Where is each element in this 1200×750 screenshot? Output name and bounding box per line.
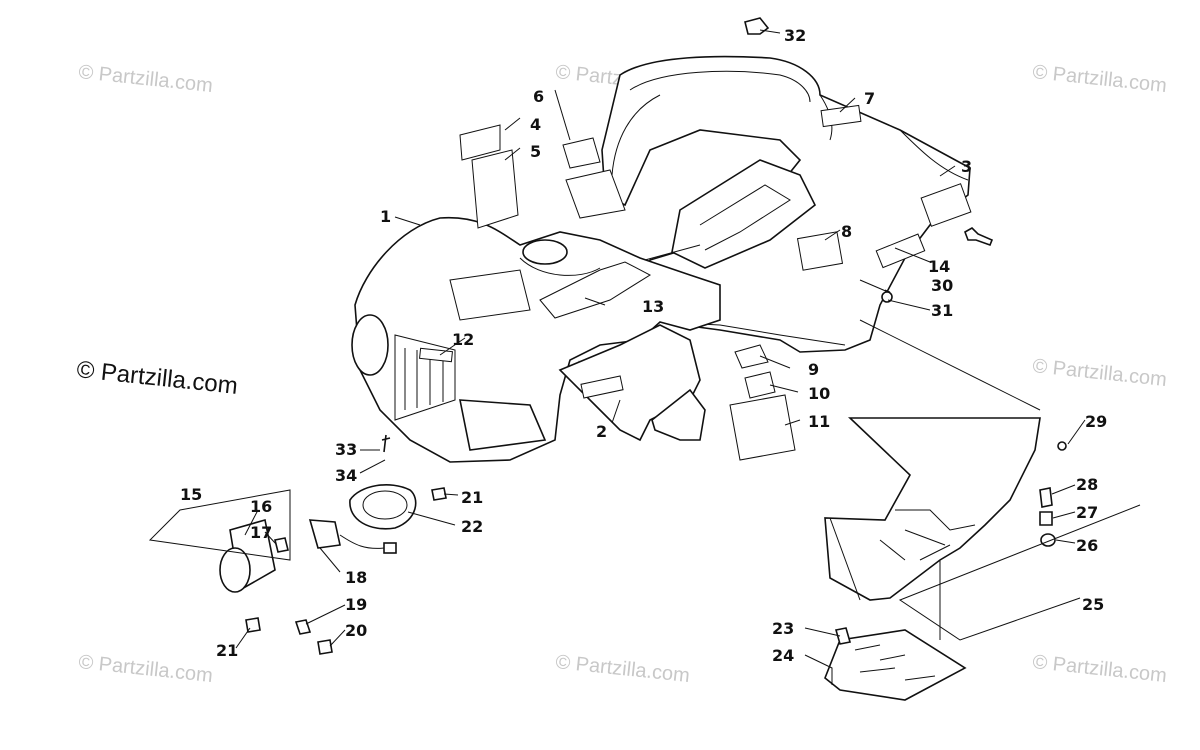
callout-20: 20 (345, 621, 367, 640)
callout-21: 21 (216, 641, 238, 660)
callout-1: 1 (380, 207, 391, 226)
callout-4: 4 (530, 115, 541, 134)
watermark: © Partzilla.com (1031, 355, 1167, 391)
footrest-plate (824, 627, 967, 701)
callout-5: 5 (530, 142, 541, 161)
callout-34: 34 (335, 466, 357, 485)
callout-15: 15 (180, 485, 202, 504)
callout-3: 3 (961, 157, 972, 176)
watermark: © Partzilla.com (554, 651, 690, 687)
callout-29: 29 (1085, 412, 1107, 431)
callout-24: 24 (772, 646, 794, 665)
callout-2: 2 (596, 422, 607, 441)
callout-22: 22 (461, 517, 483, 536)
callout-12: 12 (452, 330, 474, 349)
callout-32: 32 (784, 26, 806, 45)
callout-8: 8 (841, 222, 852, 241)
watermark: © Partzilla.com (1031, 651, 1167, 687)
callout-7: 7 (864, 89, 875, 108)
decal-group-right (729, 344, 796, 461)
callout-16: 16 (250, 497, 272, 516)
callout-13: 13 (642, 297, 664, 316)
callout-26: 26 (1076, 536, 1098, 555)
watermark: © Partzilla.com (77, 61, 213, 97)
callout-21: 21 (461, 488, 483, 507)
callout-27: 27 (1076, 503, 1098, 522)
callouts: 1 2 3 4 5 6 7 8 9 10 11 12 13 14 15 16 1… (180, 26, 1107, 665)
watermark-large: © Partzilla.com (75, 356, 239, 400)
callout-30: 30 (931, 276, 953, 295)
callout-9: 9 (808, 360, 819, 379)
callout-25: 25 (1082, 595, 1104, 614)
watermark: © Partzilla.com (1031, 61, 1167, 97)
watermark: © Partzilla.com (77, 651, 213, 687)
callout-10: 10 (808, 384, 830, 403)
callout-31: 31 (931, 301, 953, 320)
footwell (824, 417, 1067, 601)
callout-18: 18 (345, 568, 367, 587)
callout-23: 23 (772, 619, 794, 638)
callout-19: 19 (345, 595, 367, 614)
callout-28: 28 (1076, 475, 1098, 494)
callout-11: 11 (808, 412, 830, 431)
leader-lines (148, 29, 1141, 685)
callout-6: 6 (533, 87, 544, 106)
callout-17: 17 (250, 523, 272, 542)
callout-14: 14 (928, 257, 950, 276)
front-fender (351, 216, 721, 463)
decal-group-left (459, 124, 626, 229)
headlight-bezel (349, 434, 447, 530)
callout-33: 33 (335, 440, 357, 459)
